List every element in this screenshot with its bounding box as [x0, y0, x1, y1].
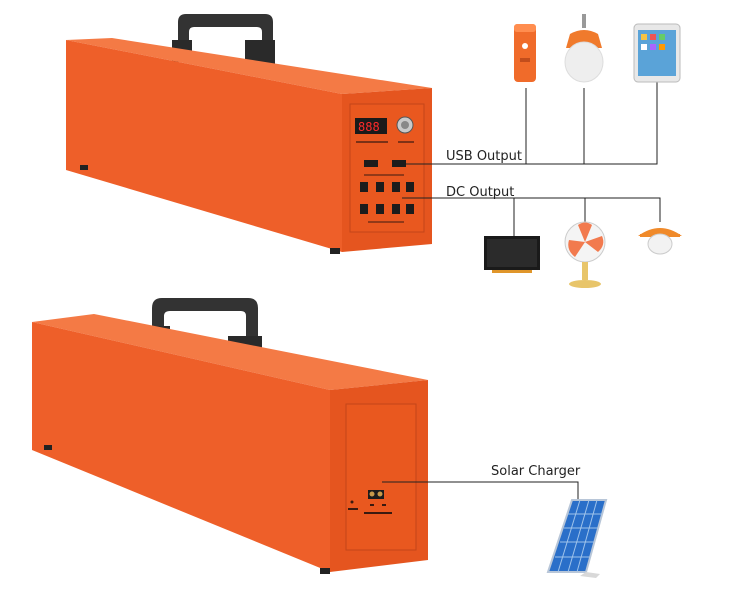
- tablet-icon: [633, 23, 681, 83]
- flashlight-icon: [514, 24, 536, 82]
- fan-icon: [564, 221, 606, 288]
- dc-port-grid: [360, 182, 414, 214]
- usb-port-2: [392, 160, 406, 167]
- power-unit-front-view: 888: [66, 14, 432, 254]
- box-long-side-rear: [32, 322, 330, 572]
- solar-connector-line: [382, 481, 579, 500]
- pendant-lamp-icon: [638, 228, 682, 255]
- solar-panel-icon: [546, 499, 608, 578]
- box-top-face: [66, 38, 432, 94]
- dc-connector-lines: [402, 197, 661, 236]
- tv-icon: [484, 236, 540, 273]
- usb-port-1: [364, 160, 378, 167]
- solar-input-port: [368, 490, 384, 499]
- led-bulb-icon: [564, 14, 604, 83]
- usb-output-label: USB Output: [446, 149, 522, 164]
- digital-display: [355, 118, 387, 134]
- power-unit-rear-view: [32, 298, 428, 574]
- box-long-side: [66, 40, 342, 252]
- solar-charger-label: Solar Charger: [491, 464, 581, 479]
- usb-connector-lines: [406, 82, 658, 165]
- display-readout: 888: [358, 120, 380, 134]
- box-top-face-rear: [32, 314, 428, 390]
- dc-output-label: DC Output: [446, 185, 515, 200]
- rear-panel-inset: [345, 403, 417, 551]
